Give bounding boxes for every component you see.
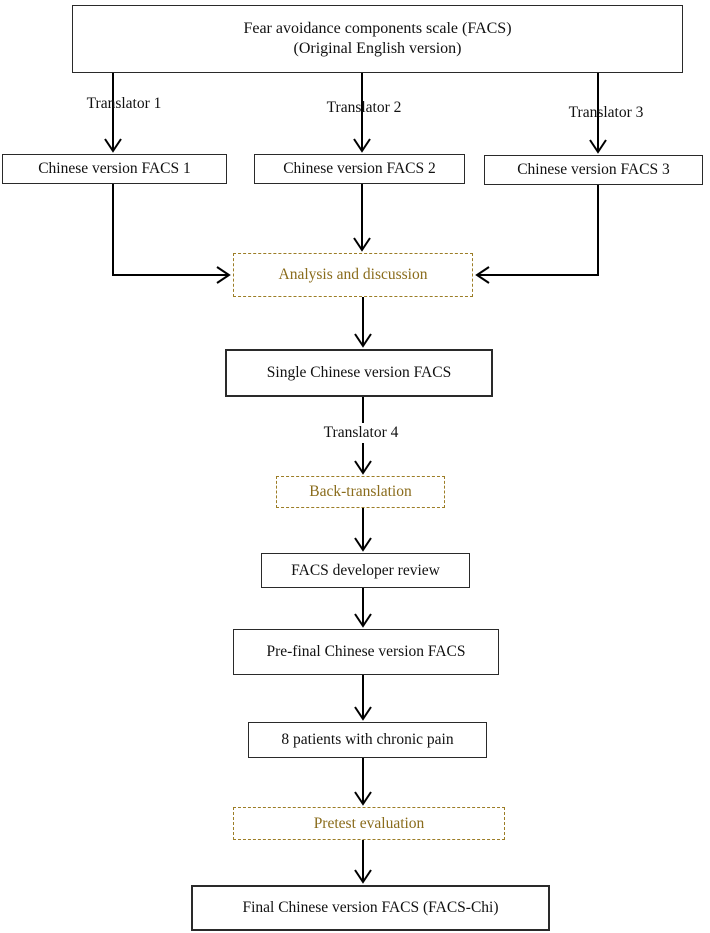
- facs2-box: Chinese version FACS 2: [254, 154, 465, 184]
- connector-facs1-to-analysis: [112, 184, 231, 284]
- facs3-box: Chinese version FACS 3: [484, 155, 703, 185]
- back-translation-box: Back-translation: [276, 476, 445, 508]
- source-box-line2: (Original English version): [293, 40, 462, 57]
- translator-3-label: Translator 3: [568, 104, 644, 121]
- translator-1-label: Translator 1: [86, 95, 162, 112]
- developer-review-box: FACS developer review: [261, 553, 470, 588]
- patients-box: 8 patients with chronic pain: [248, 722, 487, 758]
- analysis-box: Analysis and discussion: [233, 253, 473, 297]
- translator-4-label: Translator 4: [320, 423, 402, 443]
- source-box: Fear avoidance components scale (FACS) (…: [72, 5, 683, 73]
- final-box: Final Chinese version FACS (FACS-Chi): [191, 885, 550, 931]
- single-version-box: Single Chinese version FACS: [225, 349, 493, 397]
- pretest-box: Pretest evaluation: [233, 807, 505, 840]
- connector-facs3-to-analysis: [475, 185, 599, 284]
- source-box-line1: Fear avoidance components scale (FACS): [243, 20, 512, 37]
- translator-2-label: Translator 2: [326, 99, 402, 116]
- prefinal-box: Pre-final Chinese version FACS: [233, 629, 499, 675]
- facs1-box: Chinese version FACS 1: [2, 154, 227, 184]
